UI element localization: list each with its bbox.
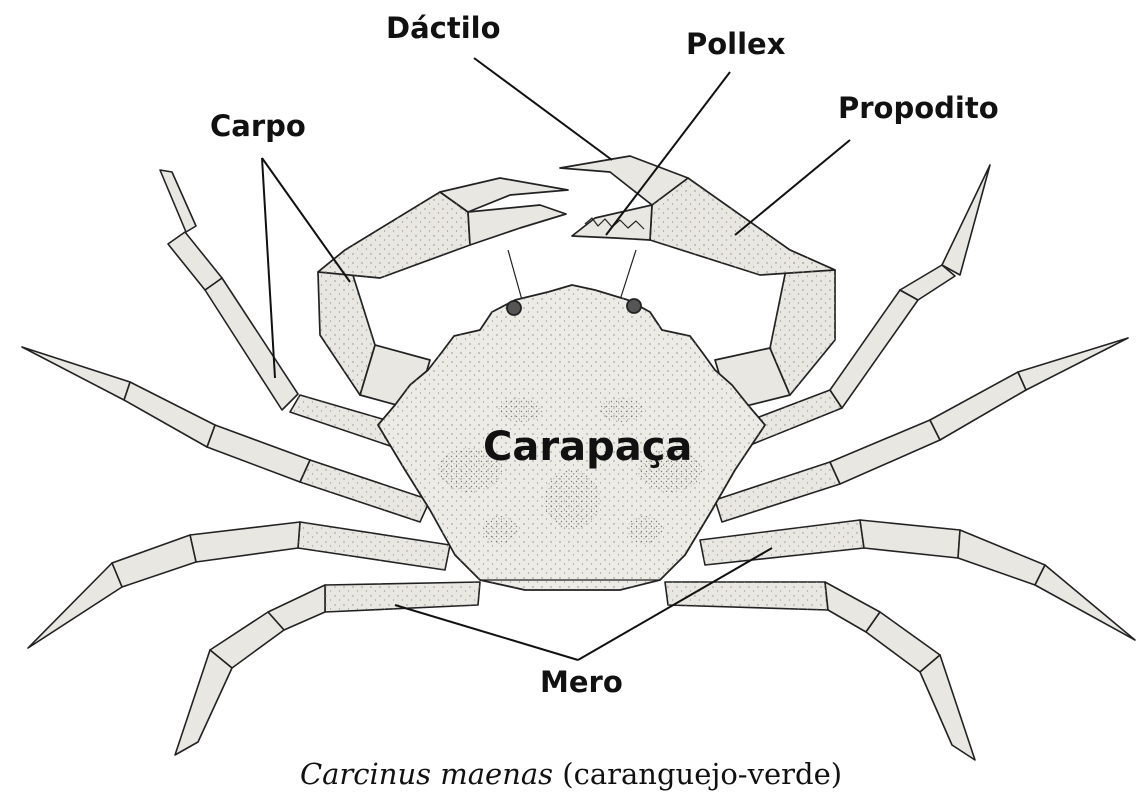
label-mero: Mero	[540, 668, 623, 697]
leader-dactilo	[474, 58, 612, 160]
right-leg-1	[725, 165, 990, 450]
label-pollex: Pollex	[686, 30, 785, 59]
leader-carpo-a	[262, 158, 350, 282]
left-leg-1	[160, 170, 420, 452]
label-dactilo: Dáctilo	[386, 14, 501, 43]
leader-propodito	[735, 140, 850, 235]
caption-species: Carcinus maenas	[300, 757, 553, 791]
label-propodito: Propodito	[838, 94, 999, 123]
figure-caption: Carcinus maenas (caranguejo-verde)	[0, 757, 1142, 791]
caption-common-name: (caranguejo-verde)	[562, 757, 842, 791]
label-carpo: Carpo	[210, 112, 306, 141]
leader-mero-a	[395, 605, 578, 660]
label-carapaca: Carapaça	[483, 427, 692, 467]
